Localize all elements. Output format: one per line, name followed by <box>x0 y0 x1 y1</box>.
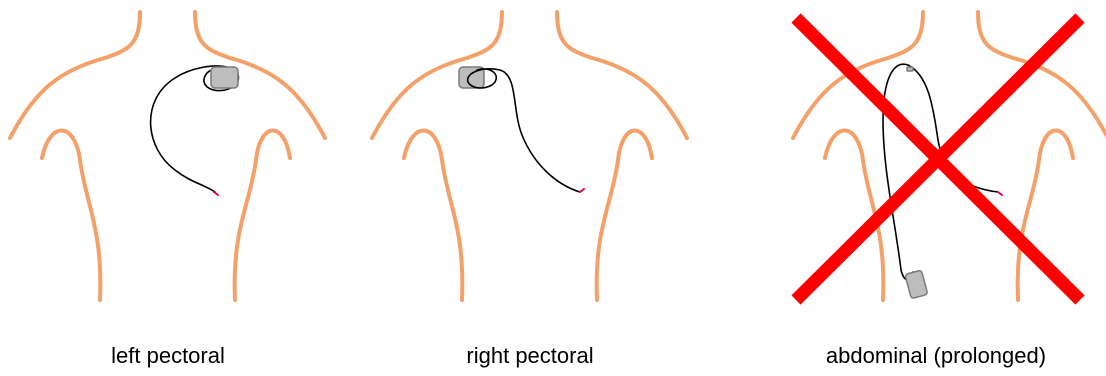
lead-wire-icon <box>468 69 580 192</box>
panel-right-pectoral <box>372 12 687 300</box>
caption-abdominal: abdominal (prolonged) <box>826 343 1046 369</box>
lead-wire-icon <box>883 64 998 279</box>
lead-tip-icon <box>214 192 218 195</box>
pacemaker-device-icon <box>905 270 928 299</box>
lead-tip-icon <box>998 192 1002 195</box>
torso-outline-icon <box>10 12 325 300</box>
panel-left-pectoral <box>10 12 325 300</box>
panel-abdominal <box>793 12 1106 300</box>
lead-tip-icon <box>580 189 584 192</box>
torso-outline-icon <box>372 12 687 300</box>
pacemaker-device-icon <box>907 67 913 71</box>
caption-left-pectoral: left pectoral <box>111 343 225 369</box>
caption-right-pectoral: right pectoral <box>466 343 593 369</box>
pacemaker-device-icon <box>211 67 238 88</box>
